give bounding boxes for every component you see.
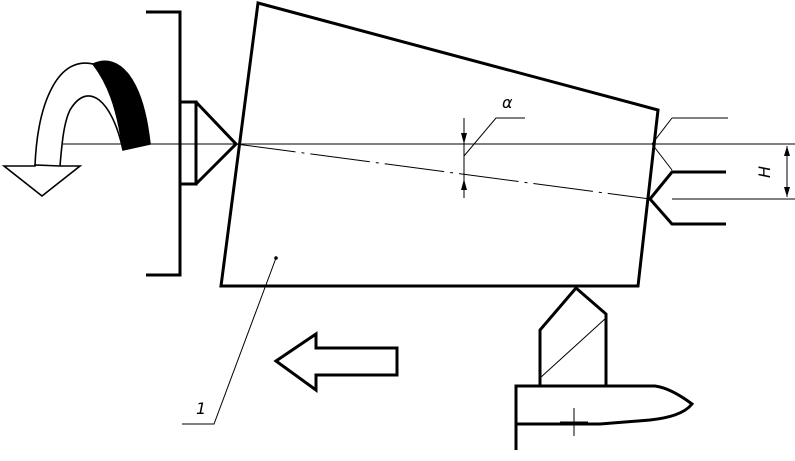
workpiece-axis: [235, 143, 651, 200]
part-number-label: 1: [196, 399, 206, 418]
tailstock-center-icon: [648, 117, 728, 226]
part-leader-line: [182, 257, 277, 425]
workpiece-outline: [219, 1, 660, 288]
angle-dimension: [461, 117, 525, 198]
angle-label: α: [502, 93, 513, 112]
headstock-center-icon: [180, 100, 239, 186]
offset-dimension: [728, 143, 795, 200]
feed-arrow-icon: [273, 331, 399, 393]
cutting-tool-icon: [514, 285, 695, 450]
offset-label: H: [755, 166, 774, 178]
rotation-arrow-icon: [1, 60, 151, 198]
